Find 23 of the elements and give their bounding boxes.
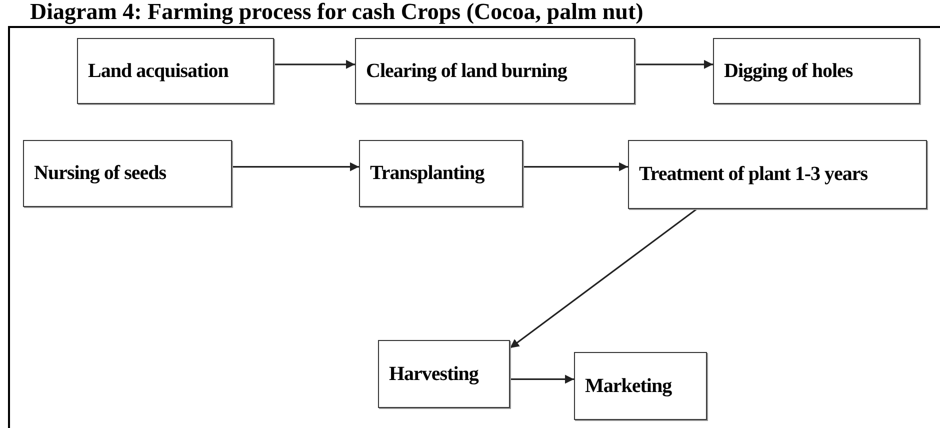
arrow	[510, 208, 698, 349]
arrow	[523, 162, 628, 172]
arrow	[635, 60, 713, 69]
step-label: Marketing	[585, 374, 672, 398]
process-box	[355, 38, 635, 104]
step-label: Nursing of seeds	[34, 162, 166, 185]
step-label: Digging of holes	[724, 60, 853, 82]
arrow	[232, 162, 359, 172]
step-label: Harvesting	[389, 362, 478, 386]
step-label: Transplanting	[370, 162, 484, 185]
step-label: Land acquisation	[88, 60, 228, 82]
process-box	[23, 140, 232, 207]
process-box	[628, 140, 927, 209]
process-box	[574, 352, 707, 420]
step-label: Treatment of plant 1-3 years	[639, 163, 868, 186]
process-box	[713, 38, 920, 104]
process-box	[359, 140, 523, 207]
step-label: Clearing of land burning	[366, 60, 567, 82]
arrow	[274, 60, 355, 69]
process-box	[378, 340, 510, 408]
arrow	[510, 374, 574, 384]
diagram-title: Diagram 4: Farming process for cash Crops (Cocoa, palm nut)	[30, 0, 644, 24]
process-box	[77, 38, 274, 104]
